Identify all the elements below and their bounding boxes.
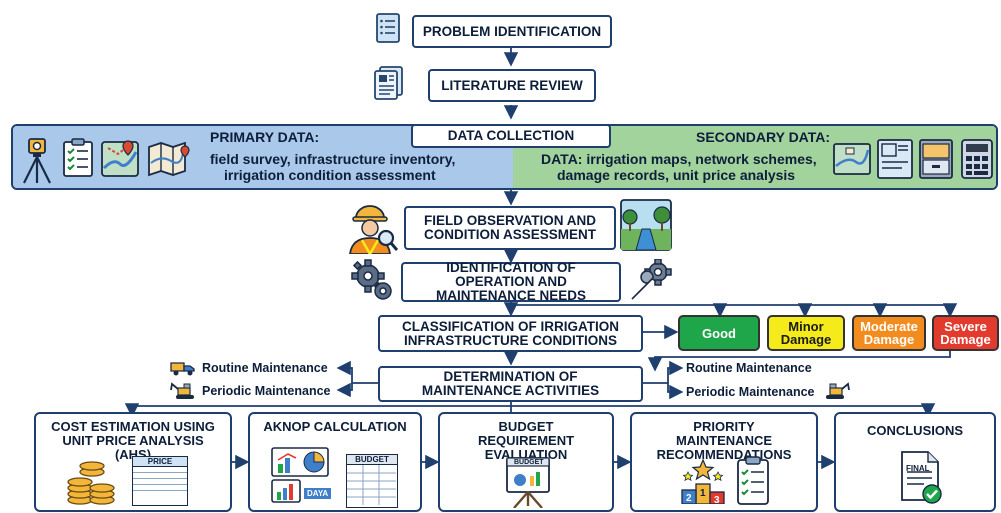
step-priority-recommendations: PRIORITY MAINTENANCE RECOMMENDATIONS 1 2… [630,412,818,512]
step-determination: DETERMINATION OF MAINTENANCE ACTIVITIES [378,366,643,402]
excavator-icon-right [822,382,850,405]
engineer-icon [346,198,399,259]
step-data-collection: DATA COLLECTION [411,124,611,148]
step-field-observation: FIELD OBSERVATION AND CONDITION ASSESSME… [404,206,616,250]
condition-minor-damage: Minor Damage [767,315,845,351]
river-landscape-icon [620,199,672,256]
secondary-data-line1: DATA: irrigation maps, network schemes, [541,151,817,167]
step-aknop-calculation: AKNOP CALCULATION DAYA BUDGET [248,412,422,512]
condition-moderate-damage: Moderate Damage [852,315,926,351]
checklist-icon [62,138,94,183]
clipboard-check-icon [736,456,770,511]
left-periodic-maintenance: Periodic Maintenance [202,384,331,398]
step-literature-review: LITERATURE REVIEW [428,69,596,102]
rank-1: 1 [700,488,706,499]
coins-stack-icon [66,458,116,513]
excavator-icon [170,382,198,405]
step-classification: CLASSIFICATION OF IRRIGATION INFRASTRUCT… [378,315,643,352]
theodolite-icon [20,135,54,190]
right-periodic-maintenance: Periodic Maintenance [686,385,815,399]
left-routine-maintenance: Routine Maintenance [202,361,328,375]
primary-data-line2: irrigation condition assessment [224,167,436,183]
step-problem-identification: PROBLEM IDENTIFICATION [412,15,612,48]
left-branch [336,360,378,384]
secondary-data-title: SECONDARY DATA: [696,129,831,145]
dump-truck-icon [170,360,196,381]
step-identification: IDENTIFICATION OF OPERATION AND MAINTENA… [401,261,621,303]
cond-return-line [647,351,951,372]
document-icon [376,13,400,48]
blueprint-icon [876,138,914,185]
budget-board-label: BUDGET [514,459,544,466]
final-document-check-icon [898,450,944,509]
daya-label: DAYA [304,488,332,499]
folded-map-icon [147,141,193,182]
map-route-icon [100,138,140,183]
newspaper-icon [374,66,404,105]
analytics-dashboard-icon [270,446,330,509]
right-branch [643,360,684,384]
step-budget-evaluation: BUDGET REQUIREMENT EVALUATION BUDGET [438,412,614,512]
calculator-icon [960,138,994,185]
secondary-data-line2: damage records, unit price analysis [557,167,796,183]
primary-data-line1: field survey, infrastructure inventory, [210,151,456,167]
condition-severe-damage: Severe Damage [932,315,999,351]
gears-icon [350,258,396,309]
rank-2: 2 [686,493,692,504]
price-table-icon: PRICE [132,456,188,506]
wrench-gear-icon [628,258,672,308]
podium-star-icon [680,458,726,509]
rank-3: 3 [714,495,720,506]
right-routine-maintenance: Routine Maintenance [686,361,812,375]
budget-spreadsheet-icon: BUDGET [346,454,398,508]
final-label: FINAL [906,464,930,473]
step-conclusions: CONCLUSIONS FINAL [834,412,996,512]
step-cost-estimation: COST ESTIMATION USING UNIT PRICE ANALYSI… [34,412,232,512]
presentation-board-icon [504,456,552,513]
map-scroll-icon [832,140,872,183]
condition-good: Good [678,315,760,351]
primary-data-title: PRIMARY DATA: [210,129,320,145]
archive-drawer-icon [918,138,954,185]
